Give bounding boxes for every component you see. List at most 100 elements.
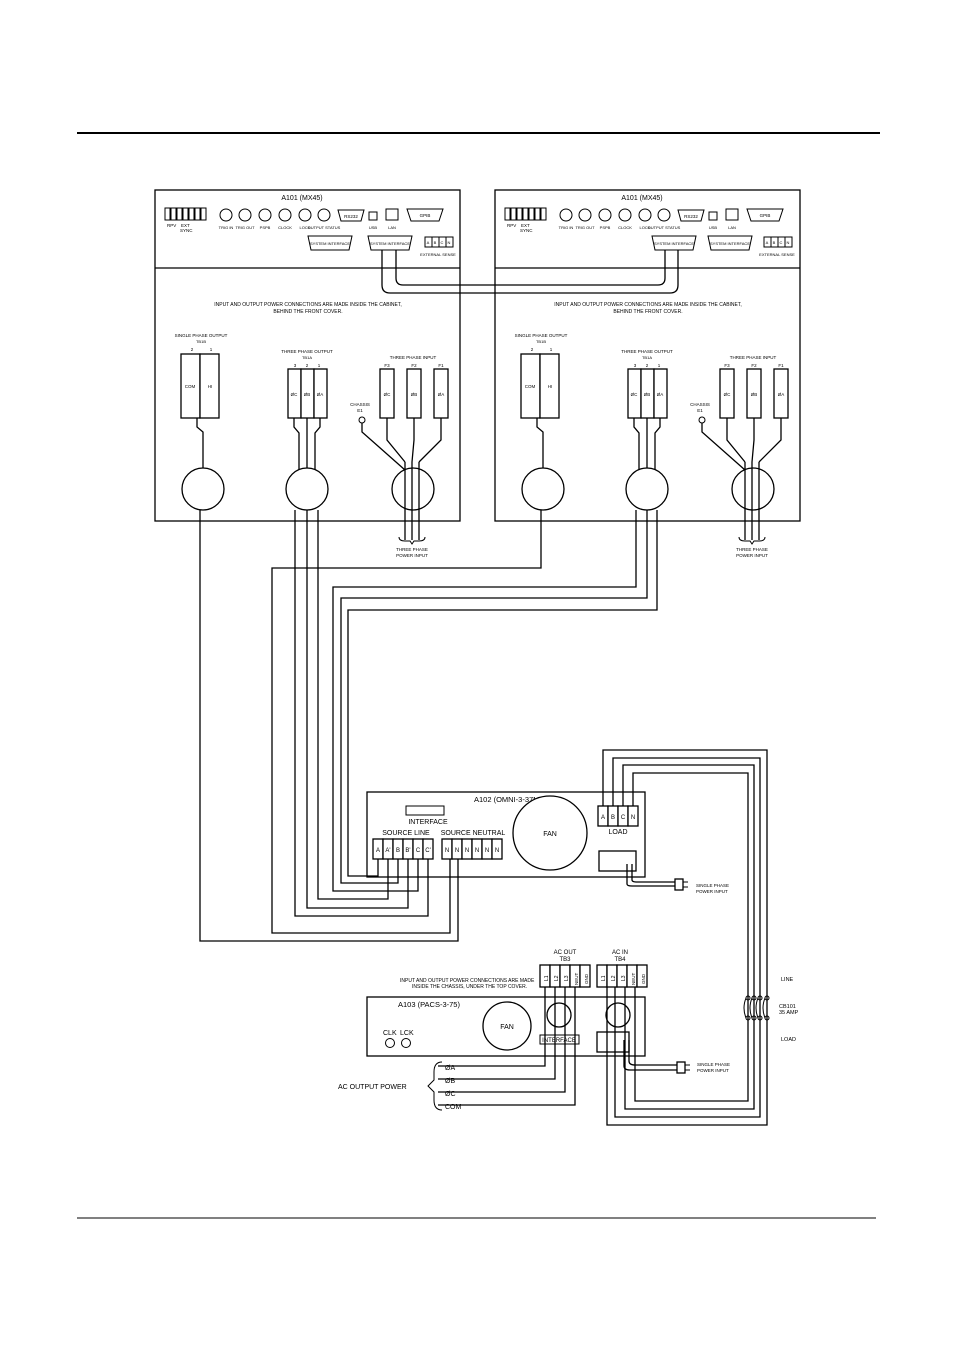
lan-label: LAN — [728, 225, 736, 230]
sense-term-a: A — [427, 240, 430, 245]
jack-label-lock: LOCK — [300, 225, 311, 230]
jack-label-trig-out: TRIG OUT — [575, 225, 595, 230]
tb4-gnd: GND — [641, 973, 646, 984]
pacs-interface-connector — [539, 1034, 580, 1045]
clk-jack — [385, 1038, 395, 1048]
sync-label-sync: SYNC — [180, 228, 193, 233]
terminal-hi — [199, 353, 220, 419]
tb3-gnd: GND — [584, 973, 589, 984]
neutral-term-2: N — [455, 848, 459, 854]
tb3-l2: L2 — [554, 975, 560, 981]
tb4-l2: L2 — [611, 975, 617, 981]
breaker-line-label: LINE — [781, 977, 794, 983]
phase-a-label: ØA — [445, 1065, 455, 1072]
power-input-label-2: POWER INPUT — [396, 553, 428, 558]
line-term-b: B — [396, 848, 400, 854]
tb3-neut: NEUT — [574, 972, 579, 985]
sync-terminals — [504, 207, 547, 221]
jack-label-clock: CLOCK — [278, 225, 292, 230]
jack-label-output-status: OUTPUT STATUS — [648, 225, 681, 230]
pacs-power-plug — [676, 1061, 686, 1074]
trig-in-jack — [559, 208, 573, 222]
line-term-c: C — [416, 848, 421, 854]
sync-label-rpv: RPV — [167, 223, 176, 228]
rs232-port — [337, 209, 365, 222]
omni-fan — [512, 795, 588, 871]
term-com: COM — [525, 384, 536, 389]
usb-label: USB — [709, 225, 718, 230]
line-term-a: A — [376, 848, 380, 854]
com-label: COM — [445, 1104, 462, 1111]
usb-port — [368, 211, 378, 221]
omni-power-plug — [674, 878, 684, 891]
out-term-b: ØB — [304, 392, 311, 397]
neutral-term-3: N — [465, 848, 469, 854]
load-term-a: A — [601, 815, 605, 821]
load-label: LOAD — [608, 829, 627, 836]
tb1a-label: TB1A — [642, 355, 652, 360]
clock-jack — [278, 208, 292, 222]
in-term-b: ØB — [751, 392, 758, 397]
jack-label-output-status: OUTPUT STATUS — [308, 225, 341, 230]
in-f2: F2 — [411, 363, 417, 368]
in-f1: F1 — [438, 363, 444, 368]
clock-jack — [618, 208, 632, 222]
sync-label-ext: EXT — [521, 223, 530, 228]
tb3-label: TB3 — [559, 957, 571, 963]
sense-term-n: N — [787, 240, 790, 245]
external-sense-label: EXTERNAL SENSE — [759, 252, 795, 257]
out-term-a: ØA — [657, 392, 664, 397]
jack-label-pspb: PSPB — [260, 225, 271, 230]
chassis-e1: E1 — [357, 408, 363, 413]
tb3-l1: L1 — [544, 975, 550, 981]
lan-label: LAN — [388, 225, 396, 230]
jack-label-trig-in: TRIG IN — [219, 225, 234, 230]
neutral-term-5: N — [485, 848, 489, 854]
system-interface-label: SYSTEM INTERFACE — [310, 241, 350, 246]
out-num-3: 3 — [634, 363, 637, 368]
single-phase-label: SINGLE PHASE OUTPUT — [515, 333, 568, 338]
in-f3: F3 — [384, 363, 390, 368]
phase-b-label: ØB — [445, 1078, 455, 1085]
system-interface-port-2 — [707, 235, 753, 251]
input-bushing-three — [391, 467, 435, 511]
tb1b-label: TB1B — [196, 339, 206, 344]
neutral-term-6: N — [495, 848, 499, 854]
three-in-label: THREE PHASE INPUT — [730, 355, 777, 360]
single-num-2: 2 — [191, 347, 194, 352]
rs232-label: RS232 — [344, 214, 358, 219]
tb4-neut: NEUT — [631, 972, 636, 985]
lock-jack — [638, 208, 652, 222]
in-term-b: ØB — [411, 392, 418, 397]
breaker-rating-label: 35 AMP — [779, 1010, 799, 1016]
chassis-label: CHASSIS — [350, 402, 370, 407]
lock-jack — [298, 208, 312, 222]
source-neutral-label: SOURCE NEUTRAL — [441, 830, 506, 837]
trig-out-jack — [238, 208, 252, 222]
system-interface-label: SYSTEM INTERFACE — [654, 241, 694, 246]
pspb-jack — [598, 208, 612, 222]
clk-label: CLK — [383, 1030, 397, 1037]
in-f3: F3 — [724, 363, 730, 368]
chassis-e1: E1 — [697, 408, 703, 413]
pspb-jack — [258, 208, 272, 222]
ac-output-power: AC OUTPUT POWER ØA ØB ØC COM — [338, 987, 576, 1111]
sync-label-sync: SYNC — [520, 228, 533, 233]
tb1b-label: TB1B — [536, 339, 546, 344]
single-num-2: 2 — [531, 347, 534, 352]
ac-output-label: AC OUTPUT POWER — [338, 1084, 407, 1091]
chassis-label: CHASSIS — [690, 402, 710, 407]
omni-single-phase-inlet — [598, 850, 637, 872]
term-hi: HI — [548, 384, 553, 389]
sense-term-c: C — [441, 240, 444, 245]
system-interface-cable — [381, 250, 679, 294]
inside-cabinet-note: INPUT AND OUTPUT POWER CONNECTIONS ARE M… — [554, 302, 742, 315]
ac-out-label: AC OUT — [554, 950, 577, 956]
sense-term-a: A — [766, 240, 769, 245]
in-term-c: ØC — [384, 392, 392, 397]
omni-title: A102 (OMNI-3-37MX) — [474, 795, 547, 804]
usb-port — [708, 211, 718, 221]
omni-fan-label: FAN — [543, 831, 557, 838]
system-interface-label-2: SYSTEM INTERFACE — [370, 241, 410, 246]
out-term-c: ØC — [631, 392, 639, 397]
